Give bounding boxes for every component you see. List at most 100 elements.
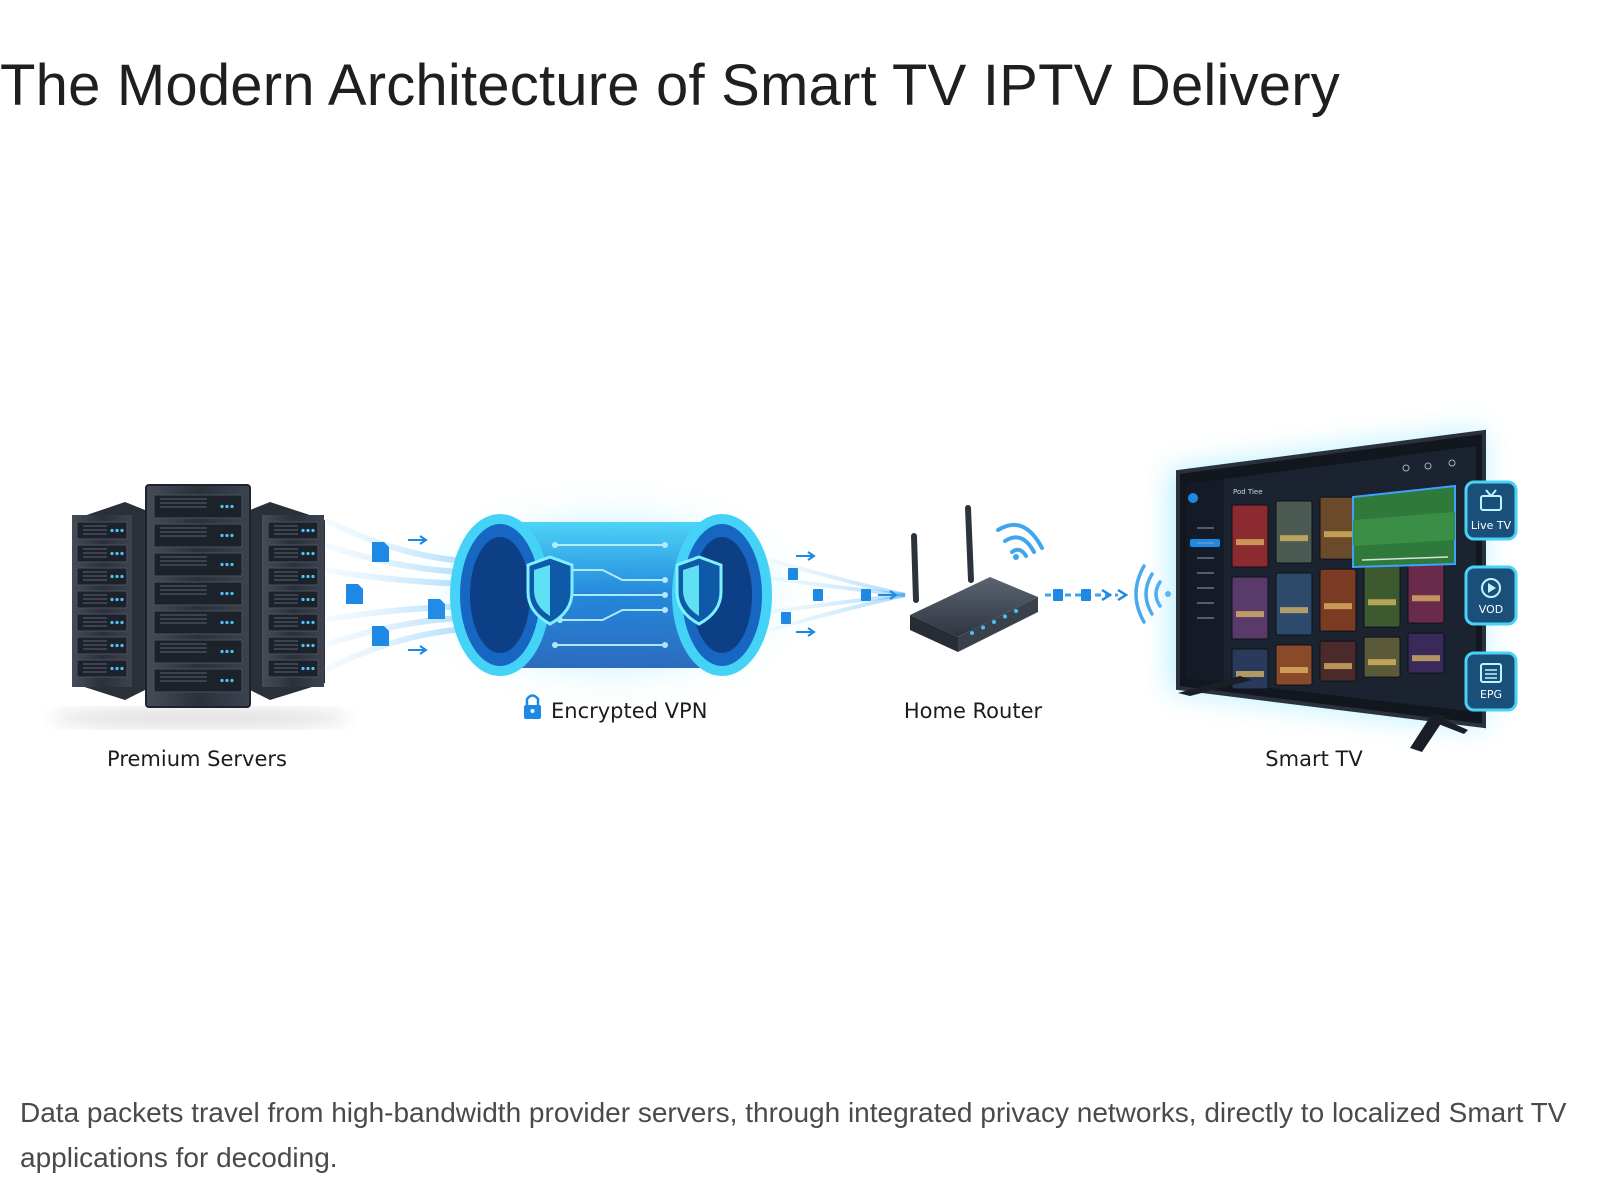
circuit-trace xyxy=(560,569,665,581)
home-router xyxy=(910,505,1038,652)
play-icon xyxy=(1481,578,1501,598)
server-led xyxy=(230,620,234,625)
epg-label: EPG xyxy=(1480,688,1502,701)
server-rack-center xyxy=(145,484,251,708)
smart-tv: Pod Tiee xyxy=(1170,429,1486,752)
tv-poster xyxy=(1275,572,1313,636)
server-led xyxy=(110,597,114,602)
server-led xyxy=(220,504,224,509)
router-led xyxy=(970,631,974,635)
packet-icon xyxy=(788,568,798,580)
server-led xyxy=(311,643,315,648)
server-led xyxy=(220,620,224,625)
tv-button-live-tv[interactable]: Live TV xyxy=(1464,480,1518,541)
server-led xyxy=(120,666,124,671)
packet-icon xyxy=(861,589,871,601)
live-tv-label: Live TV xyxy=(1471,519,1512,532)
router-label: Home Router xyxy=(904,699,1043,723)
tv-poster xyxy=(1319,496,1357,560)
vod-label: VOD xyxy=(1479,603,1503,616)
server-rack-group xyxy=(50,484,350,728)
server-led xyxy=(220,678,224,683)
tv-poster xyxy=(1363,636,1401,678)
server-led xyxy=(115,643,119,648)
server-led xyxy=(311,528,315,533)
server-led xyxy=(301,643,305,648)
server-led xyxy=(225,591,229,596)
tv-poster xyxy=(1231,576,1269,640)
server-led xyxy=(301,666,305,671)
server-led xyxy=(115,528,119,533)
server-led xyxy=(115,574,119,579)
tv-poster xyxy=(1319,640,1357,682)
arrow-icon xyxy=(1117,588,1129,602)
document-icon xyxy=(346,584,363,604)
server-led xyxy=(311,551,315,556)
server-led xyxy=(225,533,229,538)
vpn-label: Encrypted VPN xyxy=(551,699,707,723)
server-led xyxy=(110,643,114,648)
tv-poster xyxy=(1407,632,1445,674)
server-rack-right xyxy=(250,502,325,700)
circuit-node xyxy=(662,542,668,548)
router-led xyxy=(1014,609,1018,613)
server-led xyxy=(230,533,234,538)
tv-poster xyxy=(1407,560,1445,624)
server-led xyxy=(120,574,124,579)
page-title: The Modern Architecture of Smart TV IPTV… xyxy=(0,53,1340,118)
server-led xyxy=(301,574,305,579)
circuit-node xyxy=(552,642,558,648)
lock-icon xyxy=(524,694,541,719)
shield-icon xyxy=(675,555,723,626)
signal-waves-icon xyxy=(1134,564,1171,624)
server-led xyxy=(306,620,310,625)
tv-poster xyxy=(1363,564,1401,628)
tv-poster xyxy=(1275,500,1313,564)
packet-icon xyxy=(813,589,823,601)
router-led xyxy=(992,620,996,624)
tv-button-vod[interactable]: VOD xyxy=(1464,565,1518,626)
arrow-icon xyxy=(878,590,898,600)
arrow-icon xyxy=(796,551,816,561)
router-data-stream xyxy=(1045,588,1129,602)
tv-poster xyxy=(1275,644,1313,686)
tv-app-header: Pod Tiee xyxy=(1233,488,1263,496)
vpn-tunnel xyxy=(427,500,797,690)
server-led xyxy=(306,551,310,556)
arrow-icon xyxy=(1101,588,1113,602)
shield-icon xyxy=(526,555,574,626)
server-led xyxy=(301,620,305,625)
server-led xyxy=(110,528,114,533)
server-led xyxy=(220,649,224,654)
server-rack-left xyxy=(72,502,145,700)
server-led xyxy=(230,504,234,509)
server-led xyxy=(311,620,315,625)
server-led xyxy=(110,620,114,625)
architecture-diagram: Premium Servers Encrypted VPN xyxy=(0,150,1600,1050)
tv-button-epg[interactable]: EPG xyxy=(1464,651,1518,712)
server-led xyxy=(230,678,234,683)
tv-poster xyxy=(1231,504,1269,568)
server-led xyxy=(301,528,305,533)
arrow-icon xyxy=(796,627,816,637)
server-led xyxy=(301,551,305,556)
server-led xyxy=(110,574,114,579)
server-led xyxy=(306,666,310,671)
server-led xyxy=(306,574,310,579)
server-led xyxy=(115,551,119,556)
server-led xyxy=(306,528,310,533)
server-led xyxy=(311,666,315,671)
circuit-node xyxy=(662,607,668,613)
server-led xyxy=(225,649,229,654)
circuit-node xyxy=(662,642,668,648)
server-led xyxy=(301,597,305,602)
server-led xyxy=(225,678,229,683)
server-led xyxy=(230,591,234,596)
server-led xyxy=(115,620,119,625)
server-led xyxy=(225,620,229,625)
server-led xyxy=(220,591,224,596)
server-led xyxy=(225,504,229,509)
packet-icon xyxy=(781,612,791,624)
server-led xyxy=(120,597,124,602)
server-led xyxy=(220,562,224,567)
